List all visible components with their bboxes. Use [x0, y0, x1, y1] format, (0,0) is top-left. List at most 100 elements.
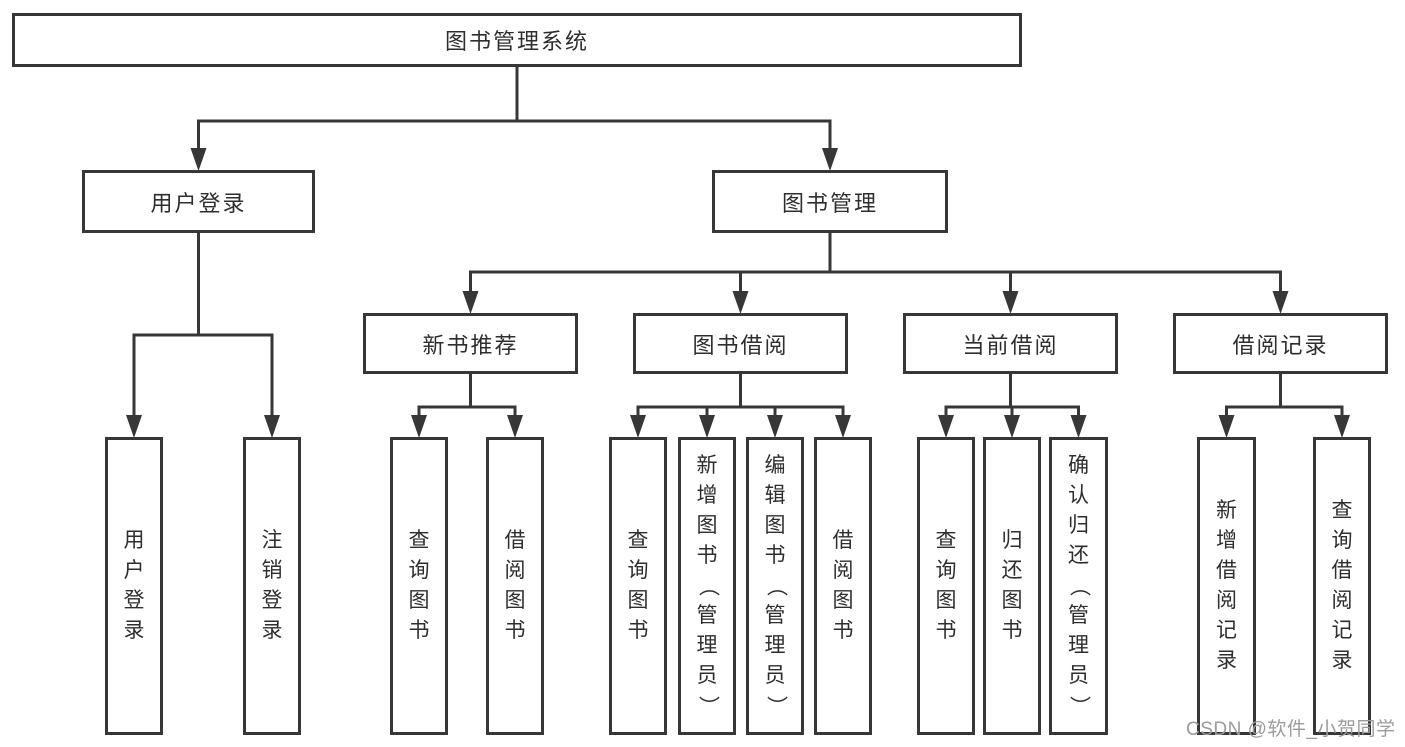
connector-arrow-down-icon [264, 415, 280, 438]
box-label-char: 编 [764, 454, 786, 477]
box-label-char: 记 [1331, 619, 1353, 642]
connector-arrow-down-icon [835, 415, 851, 438]
diagram-box-add-book-admin: 新增图书（管理员） [678, 437, 736, 735]
diagram-box-book-borrow: 图书借阅 [633, 313, 848, 374]
box-label-char: 阅 [504, 559, 526, 582]
box-label-char: 询 [935, 559, 957, 582]
box-label: 借阅记录 [1232, 332, 1329, 358]
box-label-char: 录 [1216, 649, 1237, 672]
box-label: 用户登录 [150, 190, 247, 216]
box-label-char: 图 [935, 589, 957, 612]
connector-arrow-down-icon [411, 415, 427, 438]
box-label-char: 书 [764, 544, 786, 567]
box-label-char: ） [1067, 695, 1091, 717]
diagram-box-query-book-1: 查询图书 [390, 437, 448, 735]
box-label-char: 注 [261, 529, 283, 552]
box-label-char: 书 [627, 619, 649, 642]
box-label-char: 归 [1001, 529, 1023, 552]
box-label-char: 书 [408, 619, 430, 642]
box-label-char: ） [696, 695, 719, 717]
box-label-char: 书 [504, 619, 526, 642]
box-label-char: 还 [1068, 544, 1089, 567]
connector-arrow-down-icon [732, 291, 749, 314]
box-label-char: 员 [764, 664, 786, 687]
box-label: 当前借阅 [962, 332, 1059, 358]
connector-arrow-down-icon [507, 415, 523, 438]
connector-arrow-down-icon [699, 415, 715, 438]
box-label-char: 录 [1331, 649, 1353, 672]
diagram-box-return-book: 归还图书 [983, 437, 1041, 735]
box-label-char: 归 [1068, 514, 1089, 537]
box-label-char: 查 [935, 529, 957, 552]
diagram-box-query-book-2: 查询图书 [609, 437, 667, 735]
connector-arrow-down-icon [190, 148, 207, 171]
box-label-char: 图 [696, 514, 718, 537]
box-label: 图书借阅 [692, 332, 789, 358]
box-label-char: 图 [832, 589, 854, 612]
box-label-char: 新 [696, 454, 718, 477]
connector-arrow-down-icon [767, 415, 783, 438]
diagram-box-current-borrow: 当前借阅 [903, 313, 1118, 374]
box-label-char: 户 [123, 559, 145, 582]
box-label-char: 图 [504, 589, 526, 612]
connector-arrow-down-icon [1218, 415, 1235, 438]
box-label-char: 认 [1068, 484, 1089, 507]
box-label-char: 查 [627, 529, 649, 552]
box-label: 图书管理 [781, 190, 878, 216]
box-label-char: 管 [1068, 604, 1089, 627]
connector-arrow-down-icon [938, 415, 954, 438]
box-label-char: 销 [261, 559, 283, 582]
box-label-char: （ [764, 575, 787, 597]
box-label-char: 图 [627, 589, 649, 612]
box-label-char: 辑 [764, 484, 786, 507]
connector-arrow-down-icon [1070, 415, 1087, 438]
diagram-box-logout: 注销登录 [243, 437, 301, 735]
box-label-char: 管 [764, 604, 786, 627]
box-label-char: 员 [1068, 664, 1089, 687]
box-label-char: 增 [1216, 529, 1237, 552]
box-label-char: 录 [261, 619, 283, 642]
box-label: 新书推荐 [422, 332, 519, 358]
connector-arrow-down-icon [1004, 415, 1020, 438]
box-label-char: 借 [1331, 559, 1353, 582]
box-label-char: 图 [764, 514, 786, 537]
box-label-char: 登 [261, 589, 283, 612]
diagram-box-query-book-3: 查询图书 [917, 437, 975, 735]
box-label-char: 阅 [1331, 589, 1353, 612]
box-label-char: （ [1067, 575, 1091, 597]
connector-arrow-down-icon [462, 291, 479, 314]
box-label-char: 书 [1001, 619, 1023, 642]
box-label-char: 理 [1068, 634, 1089, 657]
connector-arrow-down-icon [1002, 291, 1019, 314]
box-label-char: 增 [696, 484, 718, 507]
box-label-char: 阅 [832, 559, 854, 582]
diagram-box-borrow-records: 借阅记录 [1173, 313, 1388, 374]
box-label-char: 阅 [1216, 589, 1237, 612]
box-label-char: 借 [832, 529, 854, 552]
box-label-char: （ [696, 575, 719, 597]
box-label-char: 图 [1001, 589, 1023, 612]
diagram-box-edit-book-admin: 编辑图书（管理员） [746, 437, 804, 735]
diagram-box-system: 图书管理系统 [12, 13, 1022, 67]
watermark: CSDN @软件_小贺同学 [1186, 719, 1396, 740]
box-label-char: 新 [1216, 499, 1237, 522]
diagram-box-user-login: 用户登录 [105, 437, 163, 735]
connector-arrow-down-icon [1272, 291, 1289, 314]
diagram-box-new-book-rec: 新书推荐 [363, 313, 578, 374]
box-label-char: 书 [696, 544, 718, 567]
box-label-char: 书 [935, 619, 957, 642]
box-label-char: 借 [504, 529, 526, 552]
connector-arrow-down-icon [1334, 415, 1350, 438]
box-label-char: 记 [1216, 619, 1237, 642]
connector-arrow-down-icon [126, 415, 142, 438]
box-label-char: 书 [832, 619, 854, 642]
box-label-char: 询 [408, 559, 430, 582]
box-label: 图书管理系统 [444, 29, 589, 54]
connector-arrow-down-icon [630, 415, 646, 438]
box-label-char: 管 [696, 604, 718, 627]
box-label-char: 查 [408, 529, 430, 552]
box-label-char: 借 [1216, 559, 1237, 582]
box-label-char: 理 [696, 634, 718, 657]
diagram-box-confirm-return-admin: 确认归还（管理员） [1049, 437, 1108, 735]
